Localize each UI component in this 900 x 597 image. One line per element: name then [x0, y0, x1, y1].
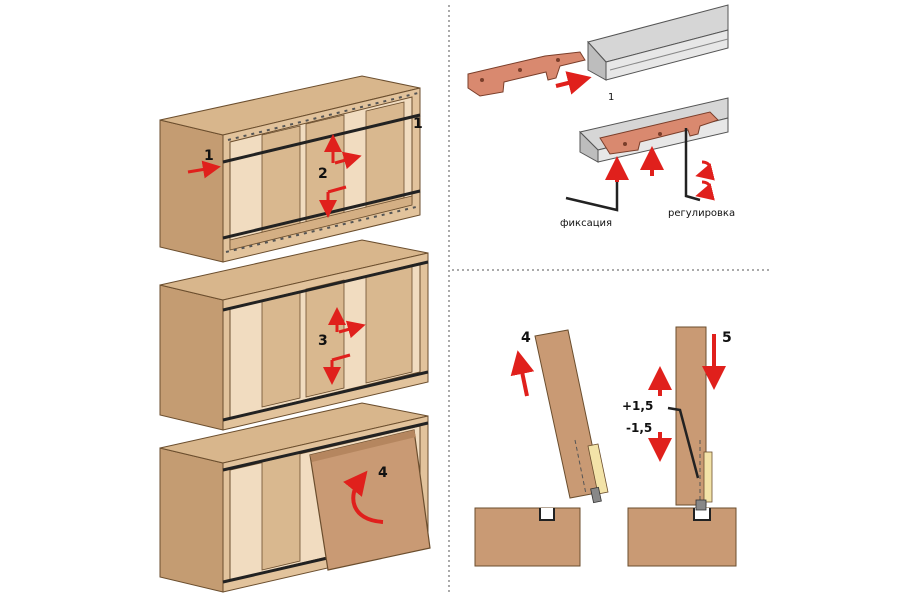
hex-key-fixation	[565, 178, 619, 212]
step-4-label: 4	[378, 465, 388, 481]
door-down-detail: 5 +1,5 -1,5	[622, 326, 737, 567]
rail-adjustment-detail: фиксация регулировка	[560, 97, 735, 229]
adjustment-label: регулировка	[668, 208, 735, 219]
door-tilt-step-label: 4	[521, 330, 531, 346]
step-1b-label: 1	[413, 116, 423, 132]
rail-insertion-detail: 1	[467, 4, 729, 103]
bracket-1	[467, 51, 586, 97]
door-down-step-label: 5	[722, 330, 732, 346]
fixation-label: фиксация	[560, 218, 612, 229]
cabinet-step-3: 3	[159, 239, 429, 431]
hex-key-door	[667, 406, 700, 479]
door-tilt-detail: 4	[474, 329, 609, 567]
cabinet-step-1: 1 1 2	[159, 75, 423, 263]
step-2-label: 2	[318, 166, 328, 182]
minus-adjust-label: -1,5	[626, 421, 652, 435]
rail-step-label: 1	[608, 92, 614, 103]
plus-adjust-label: +1,5	[622, 399, 653, 413]
cabinet-step-4: 4	[159, 402, 431, 593]
step-3-label: 3	[318, 333, 328, 349]
step-1-label: 1	[204, 148, 214, 164]
